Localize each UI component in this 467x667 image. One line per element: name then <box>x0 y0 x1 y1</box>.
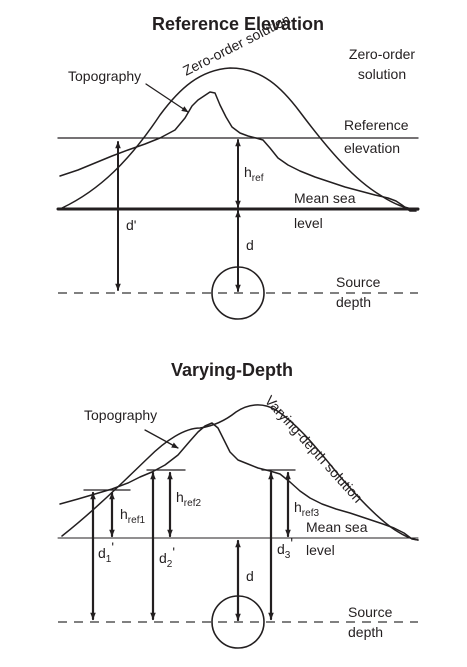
topography-label: Topography <box>68 68 141 84</box>
h-ref-label: href <box>244 164 264 184</box>
topography-leader-arrow <box>145 83 189 113</box>
reference-elevation-label-line2: elevation <box>344 140 400 156</box>
h-ref2-label: href2 <box>176 489 201 509</box>
bottom-panel-title: Varying-Depth <box>171 360 293 380</box>
source-depth-label-bottom-line2: depth <box>348 624 383 640</box>
zero-order-corner-label-line2: solution <box>358 66 406 82</box>
zero-order-solution-curve <box>61 67 419 211</box>
top-panel-title: Reference Elevation <box>152 14 324 34</box>
reference-elevation-label-line1: Reference <box>344 117 409 133</box>
h-ref1-label: href1 <box>120 506 145 526</box>
varying-depth-curve-label: Varying-depth solution <box>262 392 366 505</box>
top-panel: Reference Elevation Topography Zero-orde… <box>56 11 420 320</box>
source-depth-label-bottom-line1: Source <box>348 604 393 620</box>
d-label-bottom: d <box>246 568 254 584</box>
mean-sea-label-bottom-line2: level <box>306 542 335 558</box>
mean-sea-label-line2: level <box>294 215 323 231</box>
h-ref3-label: href3 <box>294 499 319 519</box>
mean-sea-label-bottom-line1: Mean sea <box>306 519 368 535</box>
d-prime-label: d' <box>126 217 136 233</box>
topography-curve-bottom <box>59 422 419 541</box>
d3-prime-label: d3' <box>277 535 293 561</box>
zero-order-corner-label-line1: Zero-order <box>349 46 415 62</box>
topography-curve <box>59 91 417 212</box>
d1-prime-label: d1' <box>98 539 114 565</box>
source-depth-label-line1: Source <box>336 274 381 290</box>
topography-label-bottom: Topography <box>84 407 157 423</box>
varying-depth-solution-curve <box>61 404 419 541</box>
topography-leader-arrow-bottom <box>144 429 179 449</box>
source-circle-bottom <box>211 595 265 649</box>
bottom-panel: Varying-Depth Topography <box>57 360 419 649</box>
d2-prime-label: d2' <box>159 544 175 570</box>
source-depth-label-line2: depth <box>336 294 371 310</box>
mean-sea-label-line1: Mean sea <box>294 190 356 206</box>
source-circle <box>211 266 265 320</box>
d-label-top: d <box>246 237 254 253</box>
